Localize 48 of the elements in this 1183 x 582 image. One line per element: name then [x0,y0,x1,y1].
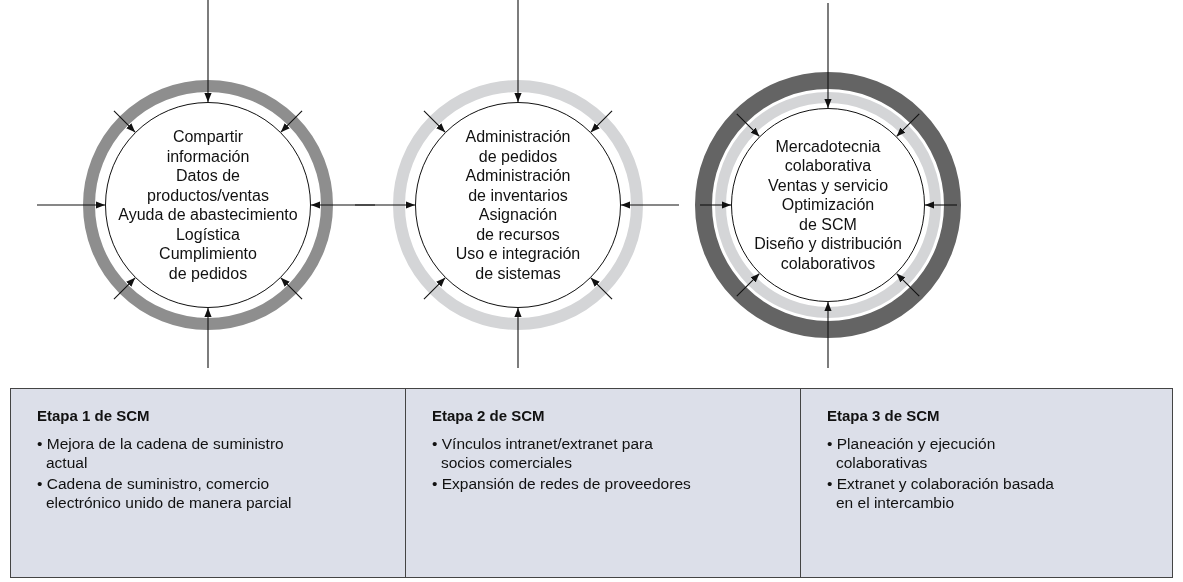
arrow [824,301,832,369]
arrow [113,277,136,300]
arrow [423,110,446,133]
bullet-item: • Extranet y colaboración basada en el intercambio [827,474,1055,512]
circle-text: Mercadotecnia colaborativa [774,136,882,176]
circle-text: Ventas y servicio [767,175,889,196]
arrow [423,277,446,300]
bullet-item: • Planeación y ejecución colaborativas [827,434,997,472]
arrow [204,307,212,369]
stage-panel [800,388,1173,578]
bullet-item: • Vínculos intranet/extranet para socios comerciales [432,434,654,472]
arrow [824,2,832,109]
circle-text: Datos de productos/ventas [146,166,270,205]
circle-text: Cumplimiento de pedidos [158,244,258,283]
arrow [736,273,760,297]
arrow [514,0,522,103]
arrow [514,307,522,369]
circle-text: Administración de inventarios [464,166,572,205]
arrow [354,201,416,209]
stage-panel [10,388,406,578]
circle-text: Uso e integración de sistemas [454,244,582,283]
circle-text: Optimización de SCM [780,195,876,235]
arrow [924,201,958,209]
arrow [896,113,920,137]
circle-text: Diseño y distribución colaborativos [753,234,903,274]
arrow [204,0,212,103]
arrow [896,273,920,297]
bullet-item: • Mejora de la cadena de suministro actual [37,434,285,472]
arrow [590,277,613,300]
bullet-item: • Cadena de suministro, comercio electrónico unido de manera parcial [37,474,293,512]
arrow [590,110,613,133]
circle-text: Administración de pedidos [464,127,572,166]
stage-panel [405,388,801,578]
panel-heading: Etapa 3 de SCM [827,407,940,424]
circle-text: Compartir información [165,127,251,166]
arrow [36,201,106,209]
arrow [736,113,760,137]
panel-heading: Etapa 2 de SCM [432,407,545,424]
arrow [280,277,303,300]
arrow [699,201,732,209]
arrow [280,110,303,133]
bullet-item: • Expansión de redes de proveedores [432,474,692,493]
arrow [620,201,680,209]
circle-text: Asignación de recursos [475,205,561,244]
circle-text: Ayuda de abastecimiento [118,205,298,225]
arrow [113,110,136,133]
panel-heading: Etapa 1 de SCM [37,407,150,424]
circle-text: Logística [175,224,240,244]
